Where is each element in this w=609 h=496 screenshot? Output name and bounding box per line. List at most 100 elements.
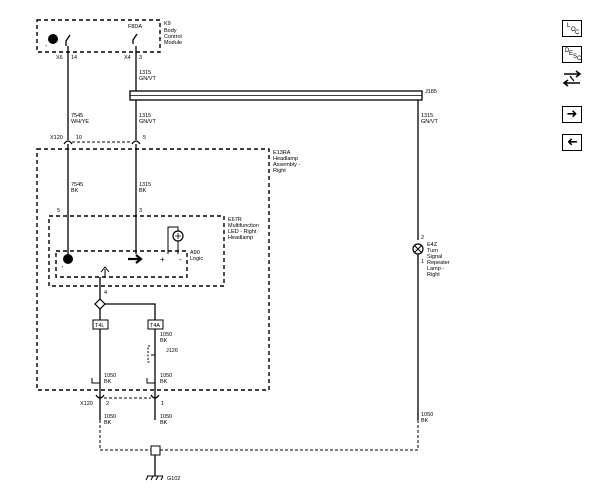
a90-name: Logic — [190, 256, 203, 262]
loc-c: C — [575, 30, 580, 36]
wire-7545-top-color: WH/YE — [71, 119, 89, 125]
t4a-label: T4A — [150, 323, 160, 329]
wire-1050-a-circuit: 1050 — [160, 332, 172, 338]
e67r-name-3: Headlamp — [228, 235, 253, 241]
x120-bottom-arc-b — [150, 394, 160, 399]
j185-label: J185 — [425, 89, 437, 95]
loc-o: O — [571, 27, 576, 33]
x120-top-pin-a: 10 — [76, 135, 82, 141]
k9-pin-right: 3 — [139, 55, 142, 61]
previous-page-button[interactable]: ➜ — [562, 134, 582, 151]
description-button[interactable]: D E S C — [562, 46, 582, 63]
t4l-label: T4L — [95, 323, 104, 329]
k9-fuse-label: F8DA — [128, 24, 142, 30]
e4z-name-2: Signal — [427, 254, 442, 260]
e13ra-name-1: Headlamp — [273, 156, 298, 162]
desc-e: E — [569, 51, 574, 57]
wire-1050-b-color: BK — [104, 379, 112, 385]
x120-bottom-arc-a — [95, 394, 105, 399]
arrow-left-icon: ➜ — [566, 135, 578, 150]
g102-splice-box — [150, 445, 161, 456]
x120-top-pin-b: 5 — [143, 135, 146, 141]
x120-top-arc-b — [131, 140, 141, 145]
e13ra-name-3: Right — [273, 168, 286, 174]
k9-transistor-dot — [48, 34, 58, 44]
e13ra-name-2: Assembly - — [273, 162, 300, 168]
x120-bottom-pin-a: 2 — [106, 401, 109, 407]
svg-text:+: + — [61, 264, 64, 269]
wire-1050-e-circuit: 1050 — [160, 414, 172, 420]
k9-name-1: Body — [164, 28, 177, 34]
wire-1315-top-color: GN/VT — [139, 76, 156, 82]
wire-1050-d-circuit: 1050 — [104, 414, 116, 420]
k9-switch-right — [132, 33, 138, 44]
x120-top-arc-a — [63, 140, 73, 145]
wire-1050-e-color: BK — [160, 420, 168, 426]
k9-ref: K9 — [164, 21, 171, 27]
logic-splice-diamond — [94, 298, 106, 310]
k9-name-3: Module — [164, 40, 182, 46]
a90-input-dot — [63, 254, 73, 264]
e67r-module-box — [48, 215, 225, 287]
e4z-ref: E4Z — [427, 242, 438, 248]
e13ra-pin-b: 3 — [139, 208, 142, 214]
wire-1315-mid-circuit: 1315 — [139, 113, 151, 119]
e4z-name-1: Turn — [427, 248, 438, 254]
wire-7545-bk-color: BK — [71, 188, 79, 194]
wire-1050-c-color: BK — [160, 379, 168, 385]
k9-ground-mark: + — [45, 43, 48, 48]
g102-label: G102 — [167, 476, 180, 482]
wire-1050-c-circuit: 1050 — [160, 373, 172, 379]
a90-minus: - — [179, 255, 182, 264]
e13ra-pin-a: 5 — [57, 208, 60, 214]
wire-1315-bk-color: BK — [139, 188, 147, 194]
desc-c: C — [577, 56, 582, 62]
a90-plus: + — [160, 255, 165, 264]
k9-switch-left — [65, 34, 71, 46]
e4z-pin-bottom: 1 — [421, 259, 424, 265]
e4z-name-5: Right — [427, 272, 440, 278]
k9-module-box — [36, 19, 161, 53]
e13ra-assembly-box — [36, 148, 270, 391]
ground-bus-dashed — [99, 420, 419, 451]
location-button[interactable]: L O C — [562, 20, 582, 37]
harness-connector-icon[interactable] — [562, 68, 582, 90]
wire-1050-d-color: BK — [104, 420, 112, 426]
wire-1315-mid-color: GN/VT — [139, 119, 156, 125]
g102-ground-icon — [145, 475, 164, 481]
logic-ground-icon — [100, 266, 110, 277]
k9-name-2: Control — [164, 34, 182, 40]
next-page-button[interactable]: ➜ — [562, 106, 582, 123]
j126-label: J126 — [166, 348, 178, 354]
wire-1050-b-circuit: 1050 — [104, 373, 116, 379]
k9-pin-left-connector: X6 — [56, 55, 63, 61]
wire-7545-top-circuit: 7545 — [71, 113, 83, 119]
e4z-name-4: Lamp - — [427, 266, 444, 272]
wire-7545-bk-circuit: 7545 — [71, 182, 83, 188]
wire-1050-right-circuit: 1050 — [421, 412, 433, 418]
k9-pin-left: 14 — [71, 55, 77, 61]
a90-logic-box — [55, 250, 188, 278]
a90-ref: A90 — [190, 250, 200, 256]
loc-l: L — [567, 23, 571, 29]
x120-bottom-label: X120 — [80, 401, 93, 407]
x120-bottom-pin-b: 1 — [161, 401, 164, 407]
logic-pin: 4 — [104, 290, 107, 296]
wire-1050-a-color: BK — [160, 338, 168, 344]
e4z-pin-top: 2 — [421, 235, 424, 241]
desc-d: D — [565, 48, 570, 54]
e4z-name-3: Repeater — [427, 260, 450, 266]
wire-1315-bk-circuit: 1315 — [139, 182, 151, 188]
wire-1315-top-circuit: 1315 — [139, 70, 151, 76]
wire-1315-right-circuit: 1315 — [421, 113, 433, 119]
wire-1050-right-color: BK — [421, 418, 429, 424]
k9-pin-right-connector: X4 — [124, 55, 131, 61]
j126-bracket — [147, 345, 150, 363]
wire-1315-right-color: GN/VT — [421, 119, 438, 125]
e67r-name-1: Multifunction — [228, 223, 259, 229]
arrow-right-icon: ➜ — [566, 107, 578, 122]
x120-top-label: X120 — [50, 135, 63, 141]
a90-input-arrow — [128, 254, 143, 264]
e67r-name-2: LED - Right — [228, 229, 257, 235]
